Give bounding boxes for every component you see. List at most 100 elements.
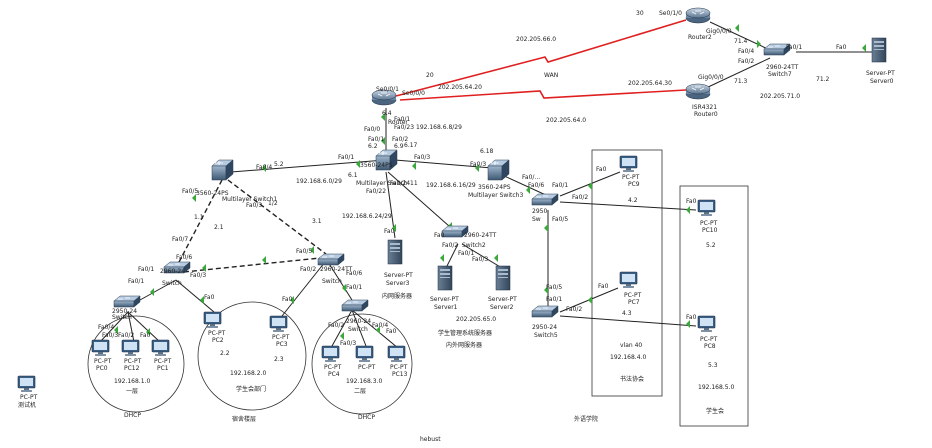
lan-2: 学生会部门 <box>236 386 267 393</box>
server2-model: Server-PT <box>488 296 517 303</box>
r-se00: Se0/0/0 <box>402 90 425 97</box>
switch-r1-icon[interactable] <box>531 193 559 206</box>
switch-core-down-name: Switch2 <box>462 242 486 249</box>
pc1-icon[interactable] <box>151 339 170 357</box>
pc13-icon[interactable] <box>387 345 406 363</box>
srv-caption: 学生管理系统服务器 <box>438 330 493 337</box>
switch-core-down-model: 2960-24TT <box>464 232 497 239</box>
pc0-icon[interactable] <box>91 339 110 357</box>
dashed-links <box>177 179 327 273</box>
ml-fa022: Fa0/22 <box>366 188 387 195</box>
srv0-fa0: Fa0 <box>836 44 847 51</box>
fa05: Fa0/5 <box>296 248 313 255</box>
server2-name: Server2 <box>490 304 514 311</box>
router2-name: Router2 <box>688 34 712 41</box>
ml1-fa03: Fa0/3 <box>246 202 263 209</box>
vlan40: vlan 40 <box>620 342 643 349</box>
switch-floor2-icon[interactable] <box>341 299 369 312</box>
r0-gig-ip: 71.3 <box>734 78 748 85</box>
sw-fa01c: Fa0/1 <box>346 284 363 291</box>
server1-icon[interactable] <box>437 265 453 291</box>
ml-core-model: 3560-24PS <box>360 162 393 169</box>
net-64: 202.205.64.0 <box>546 117 587 124</box>
pc7-icon[interactable] <box>619 271 638 289</box>
router-core-name: Router <box>388 119 408 126</box>
ml-switch3-icon[interactable] <box>487 159 510 181</box>
pc2-name: PC2 <box>212 337 224 344</box>
ip-21: 2.1 <box>214 224 224 231</box>
router0-icon[interactable] <box>685 83 711 100</box>
server3-icon[interactable] <box>387 239 403 265</box>
r2-gig-ip: 71.4 <box>734 38 748 45</box>
pc13-name: PC13 <box>392 371 408 378</box>
ml-61: 6.1 <box>348 172 358 179</box>
r2-port-b: Se0/1/0 <box>659 10 682 17</box>
sw-fa03d: Fa0/3 <box>340 340 357 347</box>
switch-mid-name: Switch <box>322 278 342 285</box>
ip-22: 2.2 <box>220 350 230 357</box>
router2-icon[interactable] <box>685 7 711 24</box>
ml-core-name: Multilayer Switch <box>356 180 408 187</box>
sw-fa0c: Fa0 <box>140 332 151 339</box>
ml-fa024: Fa0/24 <box>390 180 411 187</box>
pc9-icon[interactable] <box>619 155 638 173</box>
r-se01: Se0/0/1 <box>376 86 399 93</box>
pc0-model: PC-PT <box>94 358 112 365</box>
sw-fa04: Fa0/4 <box>98 324 115 331</box>
switch5-icon[interactable] <box>531 305 559 318</box>
server3-model: Server-PT <box>384 272 413 279</box>
pc10-fa0: Fa0 <box>686 198 697 205</box>
pc7-ip: 4.3 <box>622 310 632 317</box>
sw-fa01b: Fa0/1 <box>128 278 145 285</box>
pc12-icon[interactable] <box>121 339 140 357</box>
net-650: 202.205.65.0 <box>456 316 497 323</box>
server1-name: Server1 <box>434 304 458 311</box>
pc8-icon[interactable] <box>697 315 716 333</box>
ml-ip-17: 6.17 <box>404 142 418 149</box>
sw-r-fa01: Fa0/1 <box>552 182 569 189</box>
switch-mid-icon[interactable] <box>317 253 345 266</box>
union: 学生会 <box>706 408 725 415</box>
pc7-model: PC-PT <box>624 292 642 299</box>
router0-model: ISR4321 <box>692 104 718 111</box>
server2-icon[interactable] <box>495 265 511 291</box>
sw-fa02c: Fa0/2 <box>328 322 345 329</box>
pc2-icon[interactable] <box>203 311 222 329</box>
ml1-fa05: Fa0/5 <box>182 188 199 195</box>
ml-switch1-icon[interactable] <box>211 159 234 181</box>
net-60-29: 192.168.6.0/29 <box>296 178 342 185</box>
srv-caption2: 内外网服务器 <box>446 342 483 349</box>
pc3-name: PC3 <box>276 341 288 348</box>
pc-test-name: 测试机 <box>18 402 37 409</box>
pc4-icon[interactable] <box>321 345 340 363</box>
r-fa00: Fa0/0 <box>364 126 381 133</box>
server0-icon[interactable] <box>871 37 887 63</box>
srv-fa0b: Fa0 <box>434 232 445 239</box>
sw5-fa05: Fa0/5 <box>546 284 563 291</box>
vlan-box-club <box>591 149 663 397</box>
pc8-ip: 5.3 <box>708 362 718 369</box>
r-fa01: Fa0/1 <box>394 116 411 123</box>
lan-1: 一层 <box>126 388 139 395</box>
pc9-fa0: Fa0 <box>596 166 607 173</box>
server1-model: Server-PT <box>430 296 459 303</box>
pc9-name: PC9 <box>628 181 640 188</box>
switch-r1-model: 2950 <box>532 208 548 215</box>
ml3-fa03: Fa0/3 <box>470 161 487 168</box>
r-ip-64: 6.4 <box>382 110 392 117</box>
ml-fa03: Fa0/3 <box>414 154 431 161</box>
pc-test-icon[interactable] <box>17 375 36 393</box>
pc3-icon[interactable] <box>269 315 288 333</box>
srv-fa02: Fa0/2 <box>442 242 459 249</box>
ml3-fa05: Fa0/... <box>522 174 541 181</box>
ml3-name: Multilayer Switch3 <box>468 192 524 199</box>
ml-ip-2: 6.2 <box>368 143 378 150</box>
pc-mid-icon[interactable] <box>355 345 374 363</box>
pc10-icon[interactable] <box>697 199 716 217</box>
switch-pc-icon[interactable] <box>113 295 141 308</box>
sw-fa03: Fa0/3 <box>190 272 207 279</box>
pc13-model: PC-PT <box>390 364 408 371</box>
pc4-model: PC-PT <box>324 364 342 371</box>
switch7-name: Switch7 <box>768 71 792 78</box>
server0-model: Server-PT <box>866 70 895 77</box>
